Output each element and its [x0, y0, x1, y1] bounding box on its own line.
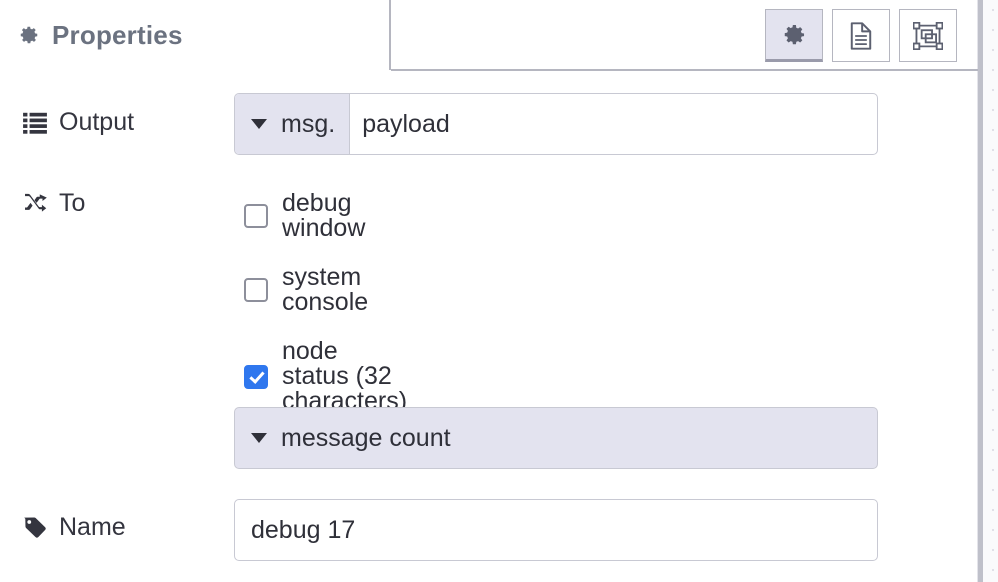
checkbox-label: debug window: [282, 189, 366, 242]
header-tab-buttons: [765, 9, 957, 62]
tag-icon: [24, 517, 46, 538]
output-type-select[interactable]: msg.: [235, 94, 351, 154]
name-input[interactable]: debug 17: [234, 499, 878, 561]
name-label-text: Name: [59, 512, 126, 541]
to-label-text: To: [59, 188, 86, 217]
checkbox-box[interactable]: [244, 364, 268, 389]
output-label: Output: [22, 109, 134, 135]
panel-resize-handle[interactable]: [978, 0, 983, 582]
to-label: To: [22, 190, 85, 216]
appearance-icon: [913, 21, 943, 50]
list-icon: [23, 112, 47, 134]
description-tab-button[interactable]: [832, 9, 890, 62]
output-typed-input[interactable]: msg. payload: [234, 93, 878, 155]
output-label-text: Output: [59, 107, 135, 136]
output-type-label: msg.: [281, 109, 336, 138]
output-property-input[interactable]: payload: [362, 109, 450, 138]
properties-tab-button[interactable]: [765, 9, 823, 62]
checkbox-debug-window[interactable]: debug window: [244, 191, 365, 241]
header-underline: [391, 69, 978, 71]
checkbox-system-console[interactable]: system console: [244, 265, 368, 315]
gear-icon: [20, 26, 38, 44]
chevron-down-icon: [251, 119, 267, 129]
page-title: Properties: [52, 19, 183, 50]
checkbox-label: node status (32 characters): [282, 337, 408, 415]
checkbox-label: system console: [282, 263, 369, 316]
status-type-select[interactable]: message count: [234, 407, 878, 469]
panel-header: Properties: [0, 0, 978, 71]
checkbox-box[interactable]: [244, 204, 268, 228]
status-type-label: message count: [281, 423, 451, 452]
flow-canvas-background: [983, 0, 998, 582]
document-icon: [850, 21, 872, 50]
shuffle-icon: [25, 193, 47, 212]
gear-icon: [784, 24, 805, 44]
chevron-down-icon: [251, 433, 267, 443]
panel-edge-line: [977, 0, 978, 582]
appearance-tab-button[interactable]: [899, 9, 957, 62]
checkbox-node-status[interactable]: node status (32 characters): [244, 339, 407, 414]
checkbox-box[interactable]: [244, 278, 268, 302]
name-label: Name: [22, 514, 126, 540]
tab-properties[interactable]: Properties: [0, 0, 391, 70]
